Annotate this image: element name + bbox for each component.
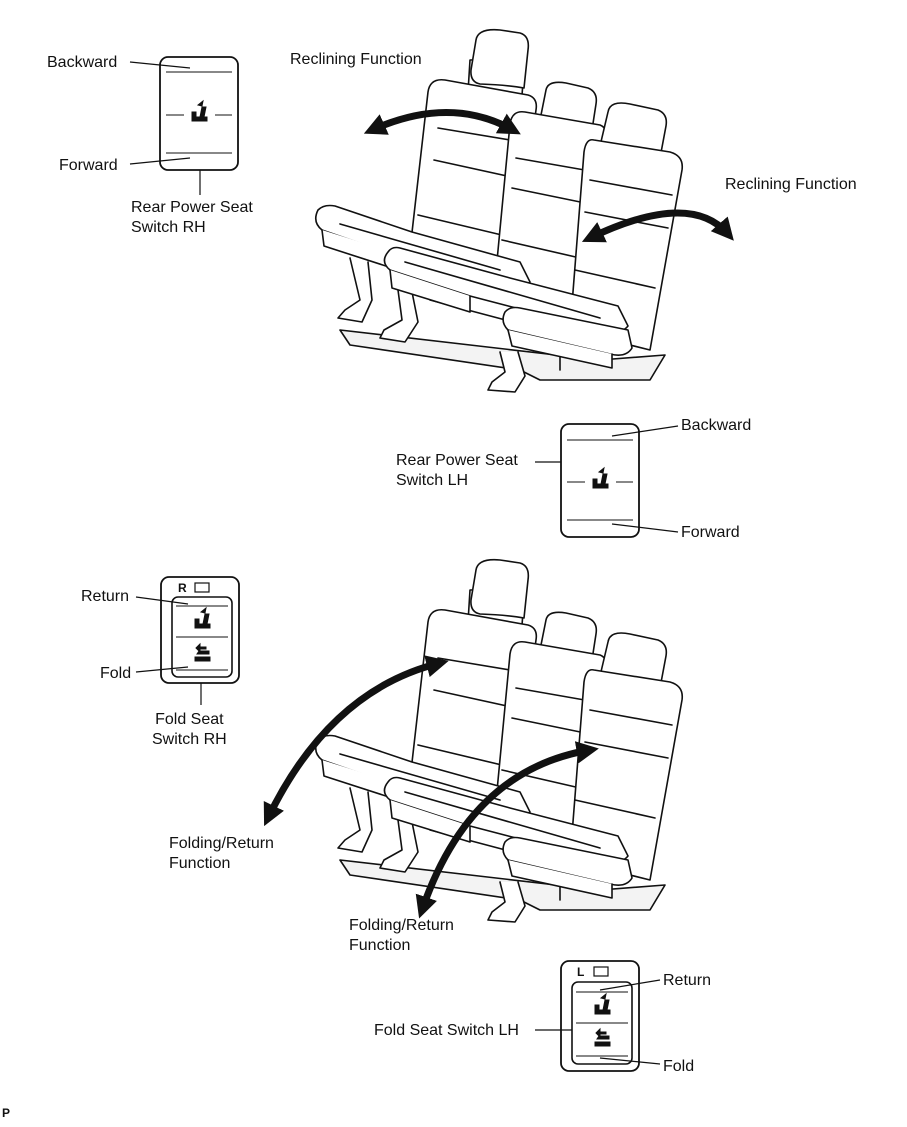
- reclining-arrow-left: [363, 109, 521, 135]
- folding-arrow-right: [415, 741, 599, 919]
- caption-fold-seat-switch-lh: Fold Seat Switch LH: [374, 1022, 519, 1039]
- rear-power-seat-switch-lh: [535, 423, 679, 538]
- caption-rear-power-seat-switch-lh: Rear Power Seat Switch LH: [396, 451, 518, 491]
- fold-seat-switch-rh: [135, 576, 240, 705]
- indicator-lamp-icon: [194, 582, 210, 593]
- label-folding-return-function-right: Folding/Return Function: [349, 916, 454, 956]
- folding-arrow-left: [263, 655, 449, 827]
- label-reclining-function-left: Reclining Function: [290, 51, 422, 68]
- caption-line: Switch LH: [396, 472, 469, 489]
- label-return-rh: Return: [81, 588, 130, 605]
- caption-line: Switch RH: [152, 731, 227, 748]
- caption-line: Rear Power Seat: [131, 199, 253, 216]
- rear-seat-illustration-top: [314, 28, 684, 393]
- indicator-lamp-icon: [593, 966, 609, 977]
- caption-rear-power-seat-switch-rh: Rear Power Seat Switch RH: [131, 198, 253, 238]
- switch-rh-indicator: R: [178, 581, 187, 595]
- switch-lh-indicator: L: [577, 965, 584, 979]
- label-return-lh: Return: [663, 972, 712, 989]
- label-line: Folding/Return: [169, 835, 274, 852]
- reclining-arrow-right: [581, 209, 734, 243]
- fold-seat-switch-lh: [535, 960, 661, 1072]
- rear-seat-illustration-bottom: [314, 558, 684, 923]
- label-backward-lh: Backward: [681, 417, 752, 434]
- label-forward-lh: Forward: [681, 524, 740, 541]
- label-fold-rh: Fold: [100, 665, 132, 682]
- caption-line: Rear Power Seat: [396, 452, 518, 469]
- label-backward-rh: Backward: [47, 54, 118, 71]
- caption-line: Fold Seat: [155, 711, 224, 728]
- label-line: Function: [349, 937, 411, 954]
- label-fold-lh: Fold: [663, 1058, 695, 1075]
- label-line: Function: [169, 855, 231, 872]
- caption-fold-seat-switch-rh: Fold Seat Switch RH: [152, 710, 227, 750]
- label-reclining-function-right: Reclining Function: [725, 176, 857, 193]
- corner-mark: P: [2, 1106, 11, 1120]
- label-folding-return-function-left: Folding/Return Function: [169, 834, 274, 874]
- label-forward-rh: Forward: [59, 157, 118, 174]
- rear-power-seat-switch-rh: [129, 56, 239, 195]
- caption-line: Switch RH: [131, 219, 206, 236]
- label-line: Folding/Return: [349, 917, 454, 934]
